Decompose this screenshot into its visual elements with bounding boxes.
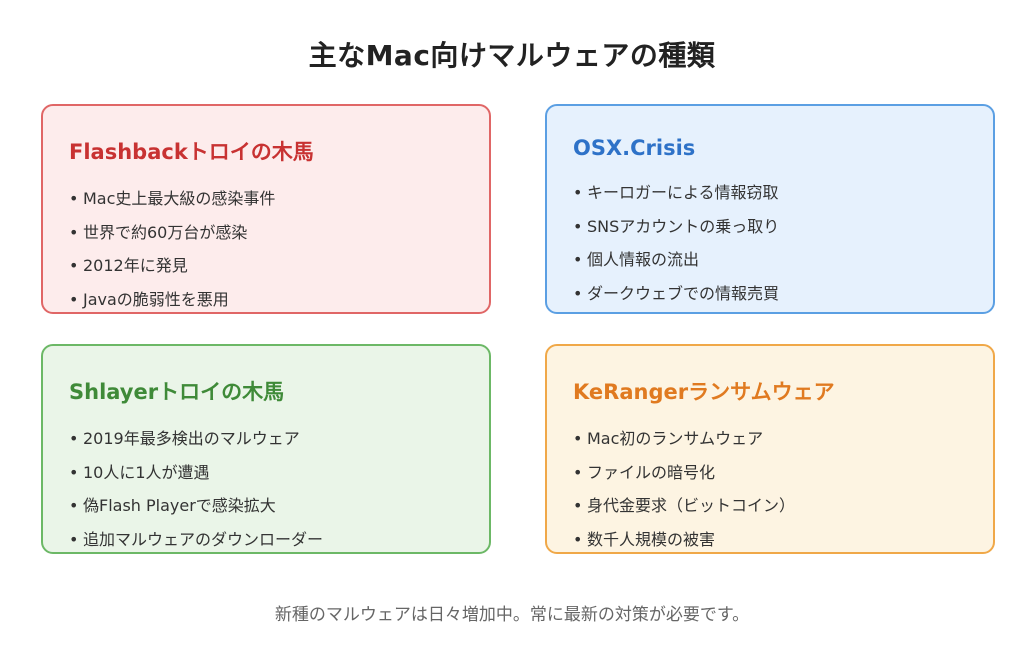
card-title: OSX.Crisis	[573, 136, 696, 160]
bullet-icon: •	[69, 462, 79, 482]
list-item: •追加マルウェアのダウンローダー	[69, 523, 463, 557]
list-item-text: 身代金要求（ビットコイン）	[587, 496, 796, 515]
list-item-text: 2012年に発見	[83, 256, 188, 275]
list-item-text: SNSアカウントの乗っ取り	[587, 216, 780, 236]
list-item-text: 世界で約60万台が感染	[83, 222, 248, 242]
list-item: •世界で約60万台が感染	[69, 216, 463, 250]
list-item: •Mac史上最大級の感染事件	[69, 182, 463, 216]
list-item-text: ファイルの暗号化	[587, 462, 716, 482]
page-title: 主なMac向けマルウェアの種類	[308, 39, 716, 72]
list-item: •キーロガーによる情報窃取	[573, 176, 967, 210]
card-keranger: KeRangerランサムウェア •Mac初のランサムウェア •ファイルの暗号化 …	[545, 344, 995, 554]
bullet-icon: •	[573, 429, 583, 448]
list-item: •10人に1人が遭遇	[69, 456, 463, 490]
card-title: KeRangerランサムウェア	[573, 380, 835, 404]
footer-note: 新種のマルウェアは日々増加中。常に最新の対策が必要です。	[274, 605, 750, 625]
list-item: •2019年最多検出のマルウェア	[69, 422, 463, 456]
list-item-text: Javaの脆弱性を悪用	[83, 289, 229, 309]
list-item: •Javaの脆弱性を悪用	[69, 283, 463, 317]
bullet-icon: •	[69, 529, 79, 549]
bullet-icon: •	[573, 529, 583, 549]
card-list: •2019年最多検出のマルウェア •10人に1人が遭遇 •偽Flash Play…	[69, 422, 463, 556]
card-list: •Mac史上最大級の感染事件 •世界で約60万台が感染 •2012年に発見 •J…	[69, 182, 463, 316]
card-shlayer: Shlayerトロイの木馬 •2019年最多検出のマルウェア •10人に1人が遭…	[41, 344, 491, 554]
card-title: Shlayerトロイの木馬	[69, 380, 285, 404]
bullet-icon: •	[69, 289, 79, 309]
list-item-text: ダークウェブでの情報売買	[587, 283, 780, 303]
card-flashback: Flashbackトロイの木馬 •Mac史上最大級の感染事件 •世界で約60万台…	[41, 104, 491, 314]
list-item-text: 個人情報の流出	[587, 250, 700, 269]
card-osx-crisis: OSX.Crisis •キーロガーによる情報窃取 •SNSアカウントの乗っ取り …	[545, 104, 995, 314]
list-item-text: Mac初のランサムウェア	[587, 429, 764, 448]
list-item: •2012年に発見	[69, 249, 463, 283]
list-item-text: 偽Flash Playerで感染拡大	[83, 496, 276, 515]
bullet-icon: •	[573, 462, 583, 482]
bullet-icon: •	[573, 183, 583, 202]
list-item-text: 数千人規模の被害	[587, 529, 716, 549]
list-item: •個人情報の流出	[573, 243, 967, 277]
bullet-icon: •	[69, 256, 79, 275]
list-item-text: 2019年最多検出のマルウェア	[83, 429, 300, 448]
bullet-icon: •	[69, 429, 79, 448]
list-item: •SNSアカウントの乗っ取り	[573, 210, 967, 244]
bullet-icon: •	[69, 189, 79, 208]
card-list: •Mac初のランサムウェア •ファイルの暗号化 •身代金要求（ビットコイン） •…	[573, 422, 967, 556]
bullet-icon: •	[69, 496, 79, 515]
list-item-text: 10人に1人が遭遇	[83, 462, 210, 482]
list-item-text: 追加マルウェアのダウンローダー	[83, 529, 324, 549]
list-item: •ダークウェブでの情報売買	[573, 277, 967, 311]
bullet-icon: •	[573, 250, 583, 269]
list-item-text: Mac史上最大級の感染事件	[83, 189, 276, 208]
bullet-icon: •	[69, 222, 79, 242]
bullet-icon: •	[573, 496, 583, 515]
list-item: •数千人規模の被害	[573, 523, 967, 557]
bullet-icon: •	[573, 283, 583, 303]
card-title: Flashbackトロイの木馬	[69, 140, 314, 164]
list-item: •Mac初のランサムウェア	[573, 422, 967, 456]
list-item: •偽Flash Playerで感染拡大	[69, 489, 463, 523]
list-item: •ファイルの暗号化	[573, 456, 967, 490]
bullet-icon: •	[573, 216, 583, 236]
card-list: •キーロガーによる情報窃取 •SNSアカウントの乗っ取り •個人情報の流出 •ダ…	[573, 176, 967, 310]
list-item: •身代金要求（ビットコイン）	[573, 489, 967, 523]
list-item-text: キーロガーによる情報窃取	[587, 183, 779, 202]
